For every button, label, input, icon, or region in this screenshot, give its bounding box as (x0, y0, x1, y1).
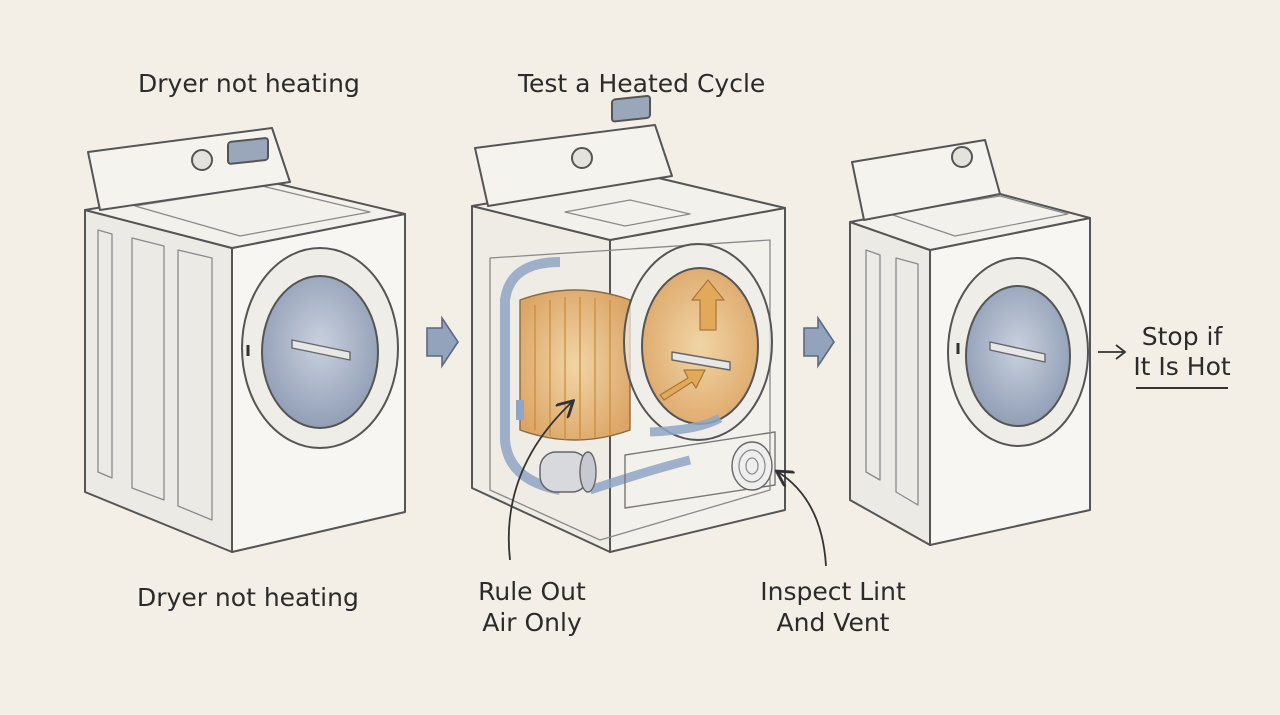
step-1-title: Dryer not heating (138, 69, 360, 98)
callout-arrow-icon (778, 472, 827, 567)
outcome-line-1: Stop if (1141, 322, 1223, 351)
rule-out-line-2: Air Only (482, 608, 582, 637)
step-arrow-icon (426, 315, 459, 369)
inspect-line-2: And Vent (776, 608, 890, 637)
step-1-caption: Dryer not heating (137, 583, 359, 612)
step-2-title: Test a Heated Cycle (518, 69, 766, 98)
dryer-icon (84, 127, 406, 553)
right-arrow-icon (1098, 344, 1127, 360)
dryer-cutaway-icon (471, 94, 786, 553)
rule-out-callout: Rule Out Air Only (452, 576, 612, 638)
inspect-line-1: Inspect Lint (760, 577, 906, 606)
outcome-label: Stop if It Is Hot (1132, 322, 1232, 382)
callout-arrow-icon (507, 402, 572, 561)
inspect-callout: Inspect Lint And Vent (748, 576, 918, 638)
rule-out-line-1: Rule Out (478, 577, 586, 606)
outcome-line-2: It Is Hot (1133, 352, 1231, 381)
step-arrow-icon (803, 315, 835, 369)
dryer-icon (849, 139, 1091, 546)
outcome-underline (1136, 387, 1228, 389)
